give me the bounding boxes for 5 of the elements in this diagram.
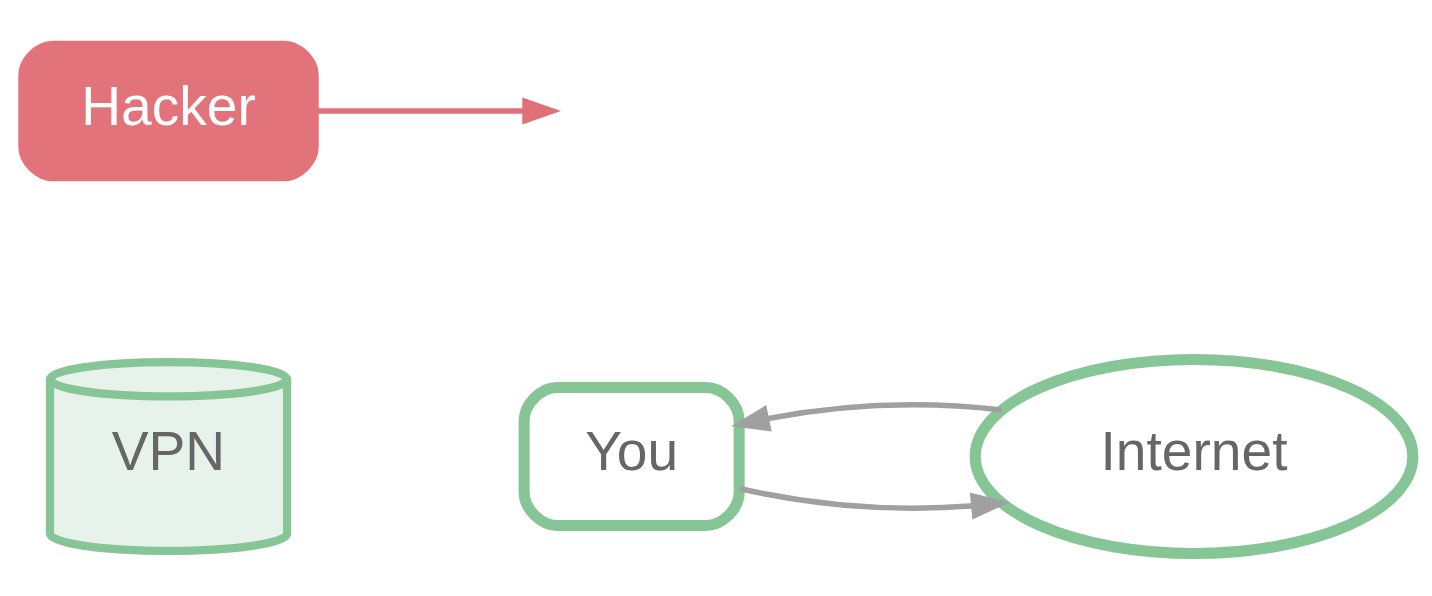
node-box: You: [518, 382, 745, 531]
arrow: [731, 402, 1002, 432]
arrow: [317, 97, 561, 125]
arrow: [738, 485, 1010, 520]
node-box: Hacker: [18, 40, 319, 182]
